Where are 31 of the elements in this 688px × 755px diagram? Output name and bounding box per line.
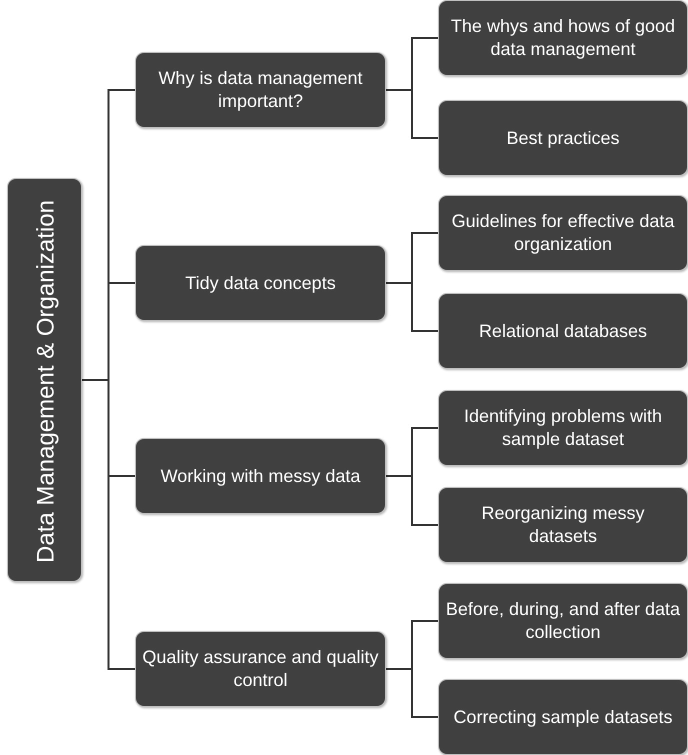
topic-box [438, 583, 688, 659]
connector-line [386, 668, 438, 718]
root-box [7, 178, 82, 582]
topic-label: Before, during, and after data collection [444, 598, 682, 644]
topic-box [438, 195, 688, 271]
topic-box [438, 679, 688, 755]
topic-label: Why is data management important? [157, 67, 364, 113]
topic-box [438, 100, 688, 176]
topic-box [135, 245, 386, 321]
topic-box [135, 52, 386, 128]
topic-label: Working with messy data [160, 464, 362, 488]
topic-label: Identifying problems with sample dataset [462, 405, 664, 451]
connector-line [386, 475, 438, 526]
topic-label: Guidelines for effective data organization [450, 210, 676, 256]
topic-box [438, 487, 688, 563]
topic-box [438, 293, 688, 369]
topic-label: Quality assurance and quality control [141, 646, 380, 692]
topic-box [135, 438, 386, 514]
connector-line [386, 282, 438, 332]
topic-box [438, 390, 688, 466]
topic-label: Tidy data concepts [184, 272, 337, 294]
topic-box [135, 631, 386, 707]
topic-label: The whys and hows of good data management [450, 15, 676, 61]
topic-box [438, 0, 688, 76]
connector-line [386, 89, 438, 139]
connector-line [82, 379, 135, 670]
topic-label: Best practices [505, 126, 621, 150]
topic-label: Data Management & Organization [31, 198, 60, 564]
topic-label: Reorganizing messy datasets [480, 502, 646, 548]
topic-label: Relational databases [478, 320, 648, 342]
topic-label: Correcting sample datasets [452, 706, 674, 728]
